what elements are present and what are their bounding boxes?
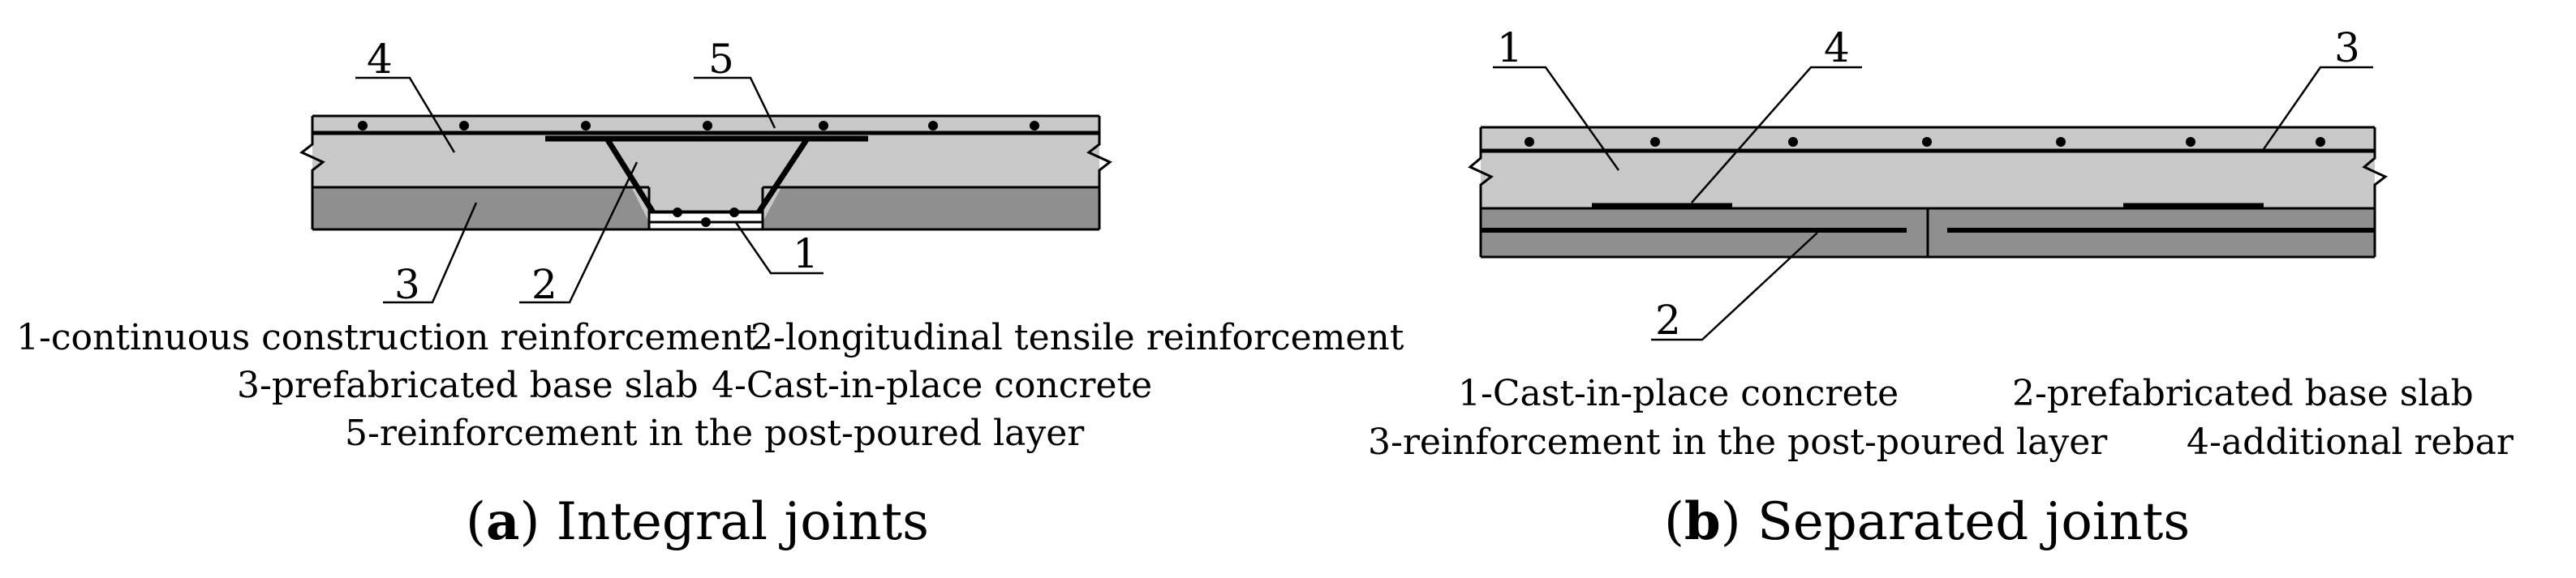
panel-a-leader-5 (694, 76, 776, 129)
panel-a-legend-5: 5-reinforcement in the post-poured layer (345, 413, 1085, 454)
panel-a-legend-2: 2-longitudinal tensile reinforcement (750, 317, 1404, 358)
panel-a-label-1: 1 (793, 230, 819, 277)
panel-b-legend-3: 3-reinforcement in the post-poured layer (1368, 422, 2108, 463)
panel-a-leader-1 (733, 220, 824, 275)
panel-a-break-mark-left (299, 116, 325, 229)
panel-b-legend-2: 2-prefabricated base slab (2012, 373, 2474, 414)
panel-a-break-mark-right (1086, 116, 1112, 229)
panel-b-label-3: 3 (2334, 24, 2360, 71)
panel-a-legend-4: 4-Cast-in-place concrete (712, 365, 1152, 406)
panel-b-label-1: 1 (1497, 24, 1523, 71)
panel-a-caption-letter: a (486, 491, 519, 552)
panel-b-leader-4 (1691, 66, 1862, 203)
panel-a-caption: (a) Integral joints (466, 491, 929, 552)
panel-a-caption-text: Integral joints (540, 492, 929, 552)
panel-a-leader-4 (355, 76, 456, 153)
panel-b-diagram: 1 4 3 2 1-Cast-in-place concrete 2-prefa… (1368, 24, 2514, 552)
panel-a-legend-1: 1-continuous construction reinforcement (16, 317, 759, 358)
panel-a-base-slab-right (763, 187, 1099, 229)
panel-b-top-rebar-dots (1525, 137, 2325, 147)
panel-a-joint-trapezoid (607, 139, 807, 222)
panel-b-break-mark-right (2362, 127, 2388, 257)
panel-b-leader-1 (1493, 66, 1620, 171)
panel-a-top-rebar-dots (358, 121, 1039, 131)
panel-a-label-4: 4 (367, 36, 393, 83)
panel-a-leader-2 (519, 161, 639, 304)
panel-b-legend-1: 1-Cast-in-place concrete (1458, 373, 1899, 414)
panel-a-diagram: 4 5 3 2 1 1-continuous construction rein… (16, 36, 1404, 552)
panel-b-caption: (b) Separated joints (1664, 491, 2190, 552)
panel-b-label-4: 4 (1824, 24, 1850, 71)
panel-b-leader-2 (1651, 232, 1818, 341)
panel-a-label-2: 2 (531, 261, 557, 308)
panel-a-continuous-rebar-dots (673, 208, 739, 227)
panel-b-legend-4: 4-additional rebar (2187, 422, 2514, 463)
panel-a-leader-3 (383, 202, 478, 304)
panel-a-legend-3: 3-prefabricated base slab (237, 365, 699, 406)
panel-a-base-slab-left (312, 187, 649, 229)
panel-a-label-3: 3 (394, 261, 420, 308)
panel-b-label-2: 2 (1655, 297, 1681, 344)
panel-b-leader-3 (2262, 66, 2373, 150)
panel-b-caption-text: Separated joints (1741, 492, 2190, 552)
panel-a-label-5: 5 (708, 36, 734, 83)
panel-b-caption-letter: b (1684, 491, 1721, 552)
panel-a-tensile-rebar-right (756, 137, 810, 214)
panel-b-break-mark-left (1468, 127, 1494, 257)
